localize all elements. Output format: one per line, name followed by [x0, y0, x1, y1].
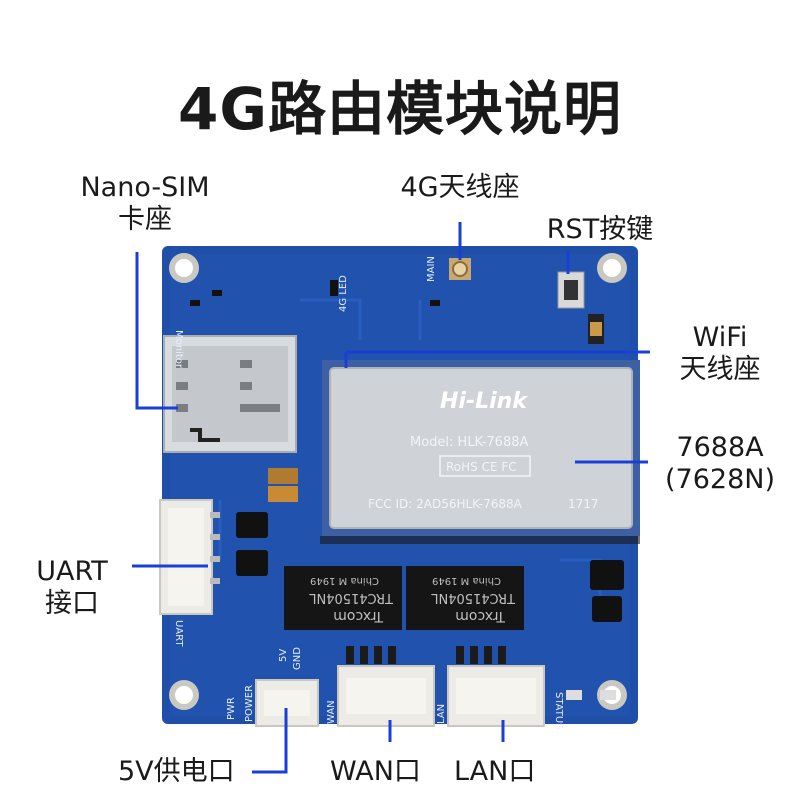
module-code: 1717	[568, 497, 599, 511]
label-uart: UART 接口	[14, 556, 130, 620]
transformer-brand-2: Trxcom	[455, 608, 506, 624]
wan-connector	[337, 665, 435, 727]
4g-antenna-connector	[449, 258, 471, 280]
module-fcc: FCC ID: 2AD56HLK-7688A	[368, 497, 523, 511]
nano-sim-slot	[163, 335, 297, 453]
silk-5v: 5V	[278, 649, 289, 662]
page-title: 4G路由模块说明	[178, 75, 622, 143]
label-wifi-line1: WiFi	[692, 322, 748, 353]
module-cert: RoHS CE FC	[446, 460, 517, 474]
transformer-sub-1: China M 1949	[310, 575, 379, 586]
label-power: 5V供电口	[118, 756, 235, 787]
transformer-model-2: TRC41504NL	[431, 590, 516, 605]
label-wifi: WiFi 天线座	[660, 322, 780, 386]
rst-button	[557, 271, 604, 344]
label-uart-line2: 接口	[45, 588, 99, 619]
silk-4g-led: 4G LED	[338, 275, 349, 312]
silk-uart: UART	[173, 620, 184, 647]
label-wifi-line2: 天线座	[679, 354, 761, 385]
label-wan: WAN口	[330, 756, 421, 787]
label-nano-sim-line1: Nano-SIM	[80, 172, 210, 203]
silk-monitor: Monitor	[173, 330, 184, 369]
label-chip-line1: 7688A	[676, 432, 764, 463]
module-model: Model: HLK-7688A	[410, 435, 528, 450]
silk-main: MAIN	[426, 256, 437, 282]
label-4g-antenna: 4G天线座	[400, 172, 520, 203]
hlk-7688a-module: Hi-Link Model: HLK-7688A RoHS CE FC FCC …	[322, 360, 640, 536]
silk-wan: WAN	[326, 700, 337, 724]
uart-connector	[159, 499, 220, 615]
label-lan: LAN口	[454, 756, 536, 787]
label-rst: RST按键	[546, 214, 654, 245]
lan-connector	[447, 665, 545, 727]
silk-power: POWER	[244, 685, 255, 722]
transformer-sub-2: China M 1949	[432, 575, 501, 586]
transformer-model-1: TRC41504NL	[309, 590, 394, 605]
label-chip: 7688A (7628N)	[650, 432, 790, 496]
silk-lan: LAN	[436, 704, 447, 724]
silk-status: STATUS	[553, 692, 564, 730]
silk-pwr: PWR	[226, 697, 237, 720]
label-uart-line1: UART	[36, 556, 108, 587]
module-brand: Hi-Link	[440, 389, 528, 414]
label-nano-sim: Nano-SIM 卡座	[60, 172, 230, 236]
transformer-brand-1: Trxcom	[333, 608, 384, 624]
leader-lines	[132, 222, 650, 774]
ethernet-transformers: Trxcom TRC41504NL China M 1949 Trxcom TR…	[284, 566, 524, 630]
label-chip-line2: (7628N)	[665, 464, 775, 495]
silk-gnd: GND	[292, 647, 303, 670]
label-nano-sim-line2: 卡座	[118, 204, 172, 235]
